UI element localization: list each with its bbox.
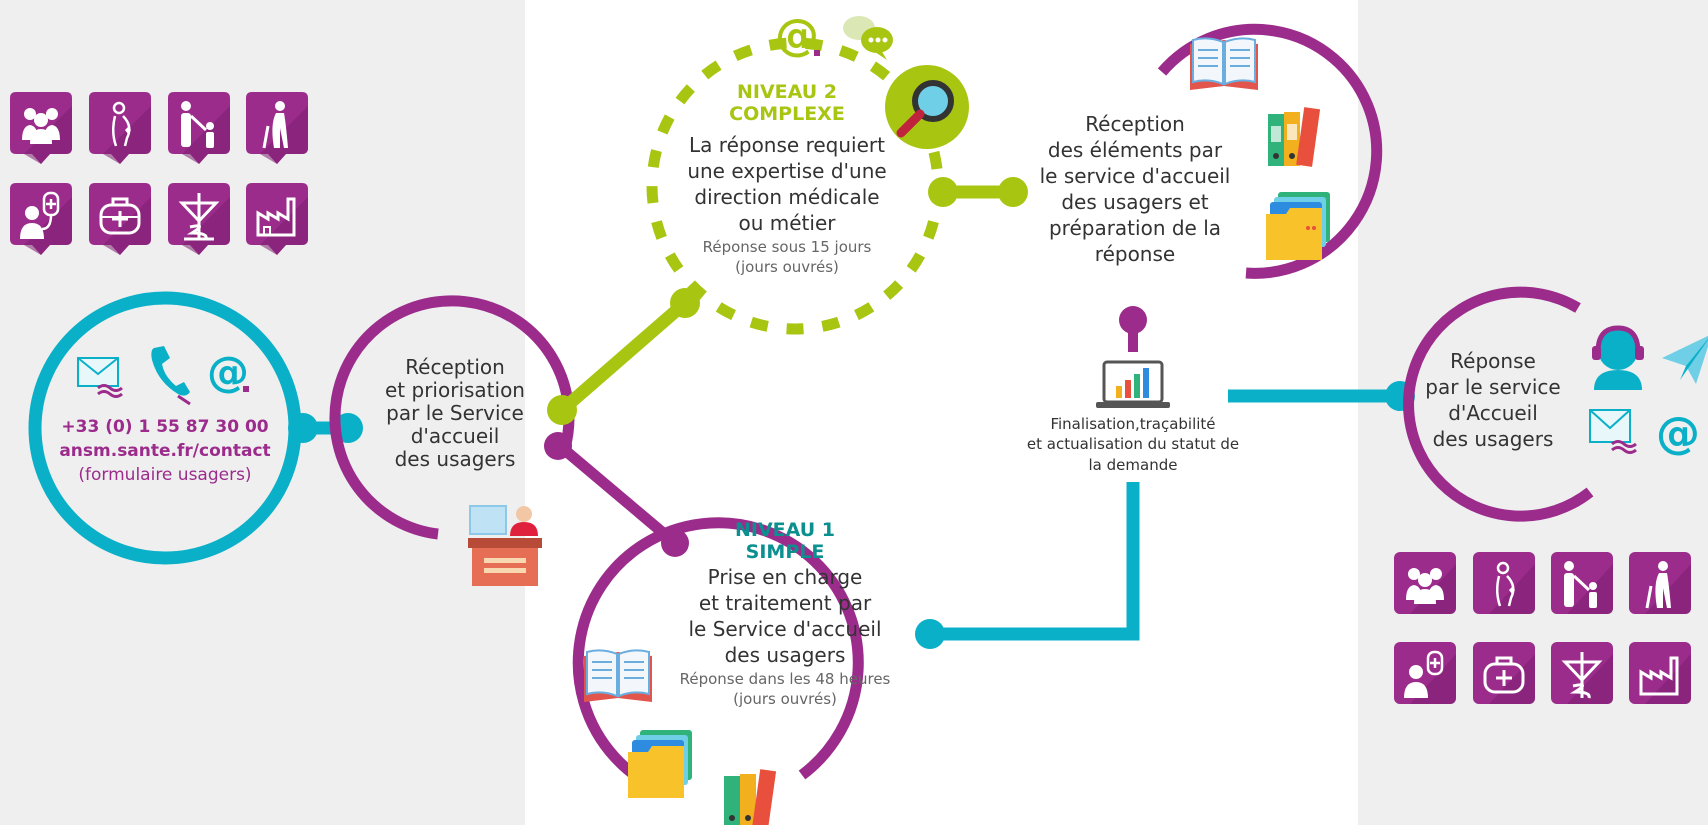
reception-line: des usagers xyxy=(394,447,516,471)
contact-block: +33 (0) 1 55 87 30 00 ansm.sante.fr/cont… xyxy=(40,416,290,487)
group-icon xyxy=(1394,552,1456,614)
book-icon xyxy=(1190,37,1258,90)
medical-kit-icon xyxy=(89,183,151,255)
response-line: par le service xyxy=(1425,375,1561,399)
reception-line: d'accueil xyxy=(410,424,500,448)
magnifier-icon xyxy=(885,65,969,149)
finalisation-text: Finalisation,traçabilité et actualisatio… xyxy=(1008,414,1258,475)
level2-delay-note: (jours ouvrés) xyxy=(735,258,839,277)
finalisation-line: la demande xyxy=(1088,455,1178,474)
factory-icon xyxy=(246,183,308,255)
elements-text: Réception des éléments par le service d'… xyxy=(1030,111,1240,267)
level2-text: NIVEAU 2 COMPLEXE La réponse requiert un… xyxy=(665,81,909,278)
response-line: Réponse xyxy=(1450,349,1536,373)
reception-text: Réception et priorisation par le Service… xyxy=(370,356,540,471)
level1-arc xyxy=(572,517,864,797)
laptop-chart-icon xyxy=(1096,360,1170,408)
svg-text:@: @ xyxy=(207,347,249,396)
level1-finalisation-connector xyxy=(930,482,1140,641)
level1-connector xyxy=(556,441,679,548)
elements-line: des usagers et xyxy=(1061,190,1209,214)
binders-icon xyxy=(1268,107,1321,167)
parent-child-icon xyxy=(1551,552,1613,614)
mail-icon xyxy=(1589,409,1637,454)
contact-phone: +33 (0) 1 55 87 30 00 xyxy=(61,417,269,437)
reception-line: Réception xyxy=(405,355,505,379)
level1-line: Prise en charge xyxy=(707,564,863,589)
level2-title: NIVEAU 2 xyxy=(736,81,838,103)
book-icon xyxy=(584,649,652,702)
level1-delay-note: (jours ouvrés) xyxy=(733,690,837,709)
svg-text:@: @ xyxy=(775,10,819,61)
elements-line: Réception xyxy=(1085,112,1185,136)
reception-line: par le Service xyxy=(386,401,524,425)
response-arc xyxy=(1403,286,1594,522)
response-text: Réponse par le service d'Accueil des usa… xyxy=(1418,348,1568,452)
chat-icon xyxy=(843,16,893,60)
level2-connector xyxy=(557,298,690,415)
at-icon: @ xyxy=(207,347,249,396)
mail-icon xyxy=(77,357,123,398)
elements-line: préparation de la xyxy=(1048,216,1222,240)
finalisation-line: Finalisation,traçabilité xyxy=(1050,415,1216,433)
paper-plane-icon xyxy=(1662,335,1708,384)
reception-desk-icon xyxy=(468,505,542,586)
pharmacy-icon xyxy=(168,183,230,255)
finalisation-line: et actualisation du statut de xyxy=(1026,435,1240,454)
headset-agent-icon xyxy=(1592,325,1644,390)
level2-line: une expertise d'une xyxy=(687,158,887,183)
elements-line: réponse xyxy=(1094,242,1176,266)
level1-line: et traitement par xyxy=(698,590,872,615)
level1-delay: Réponse dans les 48 heures xyxy=(679,669,891,688)
level1-line: des usagers xyxy=(724,642,846,667)
level2-line: direction médicale xyxy=(694,184,880,209)
level2-line: ou métier xyxy=(738,210,836,235)
elderly-icon xyxy=(246,92,308,164)
factory-icon xyxy=(1629,642,1691,704)
group-icon xyxy=(10,92,72,164)
contact-form[interactable]: (formulaire usagers) xyxy=(78,464,252,485)
svg-text:@: @ xyxy=(1656,408,1700,459)
level2-subtitle: COMPLEXE xyxy=(729,102,845,125)
patient-doctor-icon xyxy=(10,183,72,255)
pharmacy-icon xyxy=(1551,642,1613,704)
folder-icon xyxy=(1266,192,1330,260)
phone-icon xyxy=(151,346,191,406)
reception-line: et priorisation xyxy=(385,378,525,402)
contact-web[interactable]: ansm.sante.fr/contact xyxy=(59,440,271,461)
level1-title: NIVEAU 1 xyxy=(734,519,836,541)
response-line: d'Accueil xyxy=(1448,401,1538,425)
at-icon: @ xyxy=(775,10,820,61)
elements-line: le service d'accueil xyxy=(1039,164,1231,188)
binders-icon xyxy=(724,769,777,825)
level1-subtitle: SIMPLE xyxy=(745,540,825,563)
medical-kit-icon xyxy=(1473,642,1535,704)
level2-delay: Réponse sous 15 jours xyxy=(702,237,872,256)
elderly-icon xyxy=(1629,552,1691,614)
pregnant-woman-icon xyxy=(1473,552,1535,614)
level2-line: La réponse requiert xyxy=(689,132,885,157)
at-icon: @ xyxy=(1656,408,1700,459)
level1-line: le Service d'accueil xyxy=(688,616,882,641)
pregnant-woman-icon xyxy=(89,92,151,164)
reception-arc xyxy=(329,295,575,540)
parent-child-icon xyxy=(168,92,230,164)
patient-doctor-icon xyxy=(1394,642,1456,704)
response-line: des usagers xyxy=(1432,427,1554,451)
level1-text: NIVEAU 1 SIMPLE Prise en charge et trait… xyxy=(665,519,905,710)
folder-icon xyxy=(628,730,692,798)
elements-line: des éléments par xyxy=(1047,138,1223,162)
